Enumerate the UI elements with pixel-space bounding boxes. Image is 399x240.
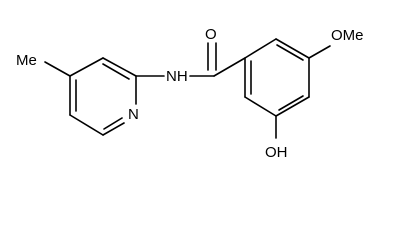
bond-benz-c5-c6 bbox=[275, 38, 310, 59]
bond-benz-c3-c4 bbox=[275, 96, 310, 117]
bond-pyr-c6-c5 bbox=[69, 114, 104, 136]
atom-label-methoxy: OMe bbox=[331, 27, 364, 44]
chemical-structure-diagram: Me N NH O OH OMe bbox=[16, 26, 364, 161]
atom-label-amide-nh: NH bbox=[166, 68, 188, 85]
bond-pyr-c4-c3 bbox=[69, 57, 104, 77]
atom-label-methyl: Me bbox=[16, 52, 37, 69]
bond-benz-c6-c1 bbox=[244, 38, 277, 59]
bond-methyl bbox=[44, 61, 71, 77]
atom-label-pyridine-n: N bbox=[128, 106, 139, 123]
atom-label-carbonyl-o: O bbox=[205, 26, 217, 43]
bond-pyr-double-1 bbox=[102, 63, 130, 80]
bond-benz-c2-c3 bbox=[244, 96, 277, 117]
bond-benz-double-2 bbox=[278, 95, 304, 111]
bond-pyr-c3-c2 bbox=[102, 57, 137, 77]
structure-svg: Me N NH O OH OMe bbox=[16, 26, 364, 161]
atom-label-hydroxy: OH bbox=[265, 144, 288, 161]
bond-pyr-n-c6 bbox=[102, 122, 125, 136]
bond-benz-double-3 bbox=[276, 44, 304, 61]
bond-pyr-double-3 bbox=[103, 117, 123, 130]
bond-methoxy bbox=[308, 45, 331, 59]
bond-carbonyl-benzene bbox=[213, 57, 246, 77]
